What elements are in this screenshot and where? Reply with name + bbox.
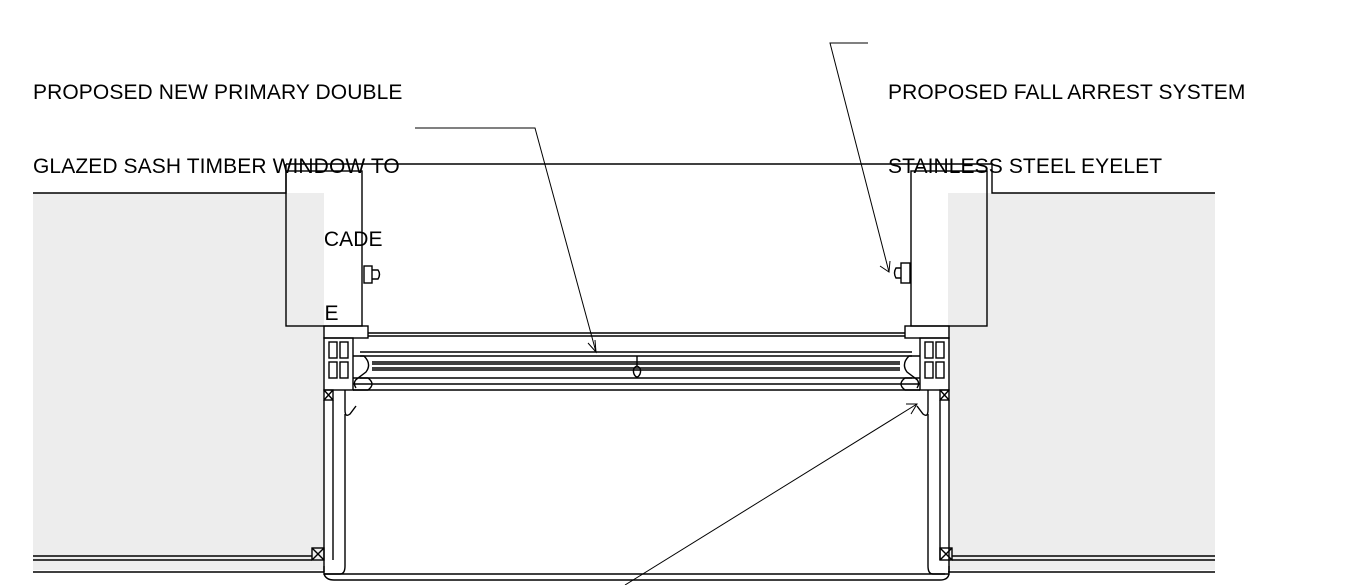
eyelet-leader-line bbox=[829, 42, 890, 273]
window-annotation-line-1: PROPOSED NEW PRIMARY DOUBLE bbox=[33, 81, 403, 104]
eyelet-annotation: PROPOSED FALL ARREST SYSTEM STAINLESS ST… bbox=[888, 32, 1245, 204]
right-reveal bbox=[927, 400, 1215, 575]
wall-fills bbox=[33, 193, 1215, 570]
left-facade-top-line bbox=[33, 164, 287, 194]
left-reveal bbox=[33, 400, 950, 581]
linework bbox=[33, 42, 1215, 585]
right-eyelet bbox=[893, 262, 911, 284]
eyelet-annotation-line-2: STAINLESS STEEL EYELET bbox=[888, 154, 1163, 178]
right-wall-fill bbox=[948, 193, 1215, 570]
left-frame bbox=[323, 325, 373, 417]
lower-leader-line bbox=[624, 403, 918, 585]
left-wall-fill bbox=[33, 193, 324, 570]
right-frame bbox=[900, 325, 950, 417]
window-leader-arrow bbox=[587, 339, 597, 354]
window-leader-line bbox=[415, 127, 597, 353]
window-annotation-line-2: GLAZED SASH TIMBER WINDOW TO bbox=[33, 154, 400, 178]
leader-lines bbox=[415, 42, 918, 585]
left-eyelet bbox=[363, 265, 381, 284]
parapet-top-line bbox=[286, 163, 1215, 194]
lower-leader-arrow bbox=[906, 403, 918, 415]
eyelet-annotation-line-1: PROPOSED FALL ARREST SYSTEM bbox=[888, 81, 1246, 104]
glazing-unit bbox=[353, 332, 920, 391]
eyelet-leader-arrow bbox=[879, 260, 891, 273]
